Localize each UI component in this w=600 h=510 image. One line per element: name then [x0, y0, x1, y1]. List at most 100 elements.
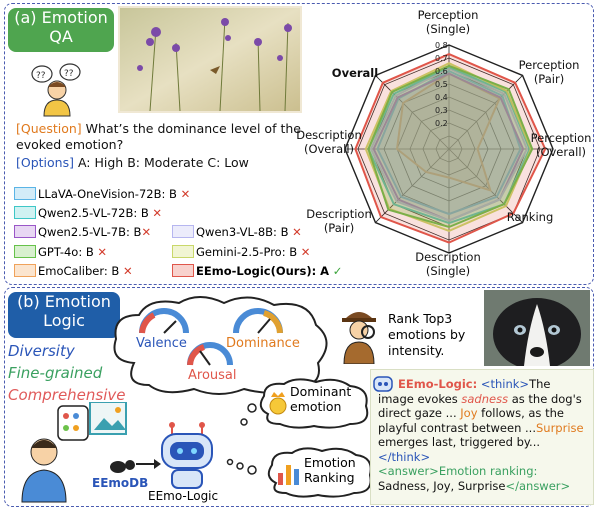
emotion-ranking-label: Emotion Ranking — [304, 455, 356, 485]
rank-prompt: Rank Top3 emotions by intensity. — [388, 311, 466, 358]
crown-smiley-icon — [269, 397, 287, 415]
think-text-2: as the dog's direct gaze ... — [378, 391, 582, 421]
robot-avatar-icon — [373, 376, 393, 392]
legend-label: Qwen3-VL-8B: B — [196, 225, 289, 239]
think-text-1: The image evokes — [378, 377, 551, 406]
flower-image — [120, 8, 300, 111]
radar-chart: 0.80.70.60.50.40.30.2 — [344, 41, 554, 254]
cross-icon: ✕ — [122, 264, 133, 278]
fine-grained-label: Fine-grained — [8, 364, 103, 382]
arousal-label: Arousal — [188, 368, 237, 383]
axis-label-ranking: Ranking — [506, 210, 554, 224]
answer-open-tag: <answer> — [378, 464, 439, 478]
axis-label-description-overall: Description (Overall) — [296, 128, 362, 156]
legend-swatch — [172, 245, 194, 258]
radar-series-qwen3-vl-8b — [369, 67, 529, 222]
eemo-logic-response — [370, 369, 594, 505]
logic-name: EEmo-Logic: — [398, 377, 478, 391]
radar-series-gemini-2-5-pro — [364, 62, 532, 232]
diversity-label: Diversity — [8, 342, 75, 360]
radar-series-qwen2-5-vl-72b — [367, 65, 531, 225]
radar-tick-label: 0.4 — [435, 93, 448, 102]
axis-label-description-single: Description (Single) — [415, 250, 481, 278]
robot-icon — [161, 422, 213, 489]
think-close-tag: </think> — [378, 449, 431, 464]
axis-label-description-pair: Description (Pair) — [306, 207, 372, 235]
axis-label-perception-pair: Perception (Pair) — [518, 58, 580, 86]
cross-icon: ✕ — [300, 245, 311, 259]
legend-label: Qwen2.5-VL-72B: B — [38, 206, 149, 220]
comprehensive-label: Comprehensive — [8, 386, 126, 404]
axis-label-perception-single: Perception (Single) — [417, 8, 479, 36]
emotion-dimensions-cloud — [113, 296, 328, 395]
emotion-ranking-cloud — [267, 447, 372, 498]
panel-b-tag: (b) Emotion Logic — [8, 292, 120, 338]
valence-label: Valence — [136, 336, 187, 351]
legend-label: LLaVA-OneVision-72B: B — [38, 187, 177, 201]
check-icon: ✓ — [332, 264, 343, 278]
legend-eemo-logic: EEmo-Logic(Ours): A ✓ — [172, 264, 342, 278]
radar-tick-label: 0.5 — [435, 80, 448, 89]
answer-label: Emotion ranking: — [438, 464, 538, 478]
eemodb-label: EEmoDB — [92, 476, 149, 490]
panel-emotion-qa — [4, 3, 594, 285]
cross-icon: ✕ — [180, 187, 191, 201]
dominance-label: Dominance — [226, 336, 300, 351]
legend-emocaliber: EmoCaliber: B ✕ — [14, 264, 133, 278]
legend-label: EEmo-Logic(Ours): A — [196, 264, 330, 278]
arousal-gauge-icon — [187, 342, 233, 366]
logic-response-text: EEmo-Logic: <think>The image evokes sadn… — [378, 377, 588, 493]
emotion-joy: Joy — [460, 406, 478, 420]
legend-label: Gemini-2.5-Pro: B — [196, 245, 298, 259]
bar-chart-icon — [278, 465, 299, 485]
panel-a-tag: (a) Emotion QA — [8, 8, 114, 52]
legend-gpt4o: GPT-4o: B ✕ — [14, 245, 107, 259]
legend-swatch — [14, 206, 36, 219]
radar-spoke — [375, 75, 450, 150]
panel-b-title: (b) Emotion Logic — [17, 292, 111, 330]
dominance-gauge-icon — [233, 308, 283, 334]
legend-swatch — [14, 264, 36, 277]
legend-gemini: Gemini-2.5-Pro: B ✕ — [172, 245, 310, 259]
arrow-icon — [136, 459, 161, 469]
options-label: [Options] — [16, 155, 74, 170]
emotion-surprise: Surprise — [535, 420, 584, 435]
radar-tick-label: 0.3 — [435, 106, 448, 115]
question-label: [Question] — [16, 121, 82, 136]
confused-person-icon: ?? ?? — [31, 63, 81, 117]
cross-icon: ✕ — [141, 225, 152, 239]
cross-icon: ✕ — [152, 206, 163, 220]
think-text-4: emerges last, triggered by... — [378, 435, 540, 449]
database-icon — [110, 460, 135, 473]
legend-label: Qwen2.5-VL-7B: B — [38, 225, 142, 239]
radar-series-emocaliber — [395, 72, 501, 192]
flower-photo — [118, 6, 302, 113]
radar-ticks: 0.80.70.60.50.40.30.2 — [435, 41, 448, 128]
radar-tick-label: 0.2 — [435, 119, 448, 128]
legend-swatch — [14, 187, 36, 200]
think-open-tag: <think> — [480, 377, 530, 391]
emotion-sadness: sadness — [461, 391, 509, 406]
radar-spoke — [448, 75, 523, 150]
radar-tick-label: 0.8 — [435, 41, 448, 50]
options-body: A: High B: Moderate C: Low — [77, 155, 249, 170]
cross-icon: ✕ — [292, 225, 302, 239]
legend-label: GPT-4o: B — [38, 245, 94, 259]
cross-icon: ✕ — [97, 245, 108, 259]
legend-qwen3-8b: Qwen3-VL-8B: B ✕ — [172, 225, 302, 239]
thought-bubbles — [226, 403, 257, 475]
radar-series — [354, 53, 547, 244]
legend-swatch — [14, 225, 36, 238]
radar-series-eemo-logic-ours- — [354, 53, 547, 244]
panel-a-title: (a) Emotion QA — [14, 8, 108, 46]
svg-text:??: ?? — [36, 71, 46, 81]
options-text: [Options] A: High B: Moderate C: Low — [16, 155, 321, 171]
legend-qwen25-72b: Qwen2.5-VL-72B: B ✕ — [14, 206, 162, 220]
legend-label: EmoCaliber: B — [38, 264, 120, 278]
valence-gauge-icon — [139, 308, 189, 334]
answer-text: Sadness, Joy, Surprise — [378, 478, 506, 493]
dominant-emotion-cloud — [259, 378, 369, 429]
axis-label-perception-overall: Perception (Overall) — [530, 131, 592, 159]
radar-tick-label: 0.6 — [435, 67, 448, 76]
legend-swatch — [172, 264, 194, 277]
